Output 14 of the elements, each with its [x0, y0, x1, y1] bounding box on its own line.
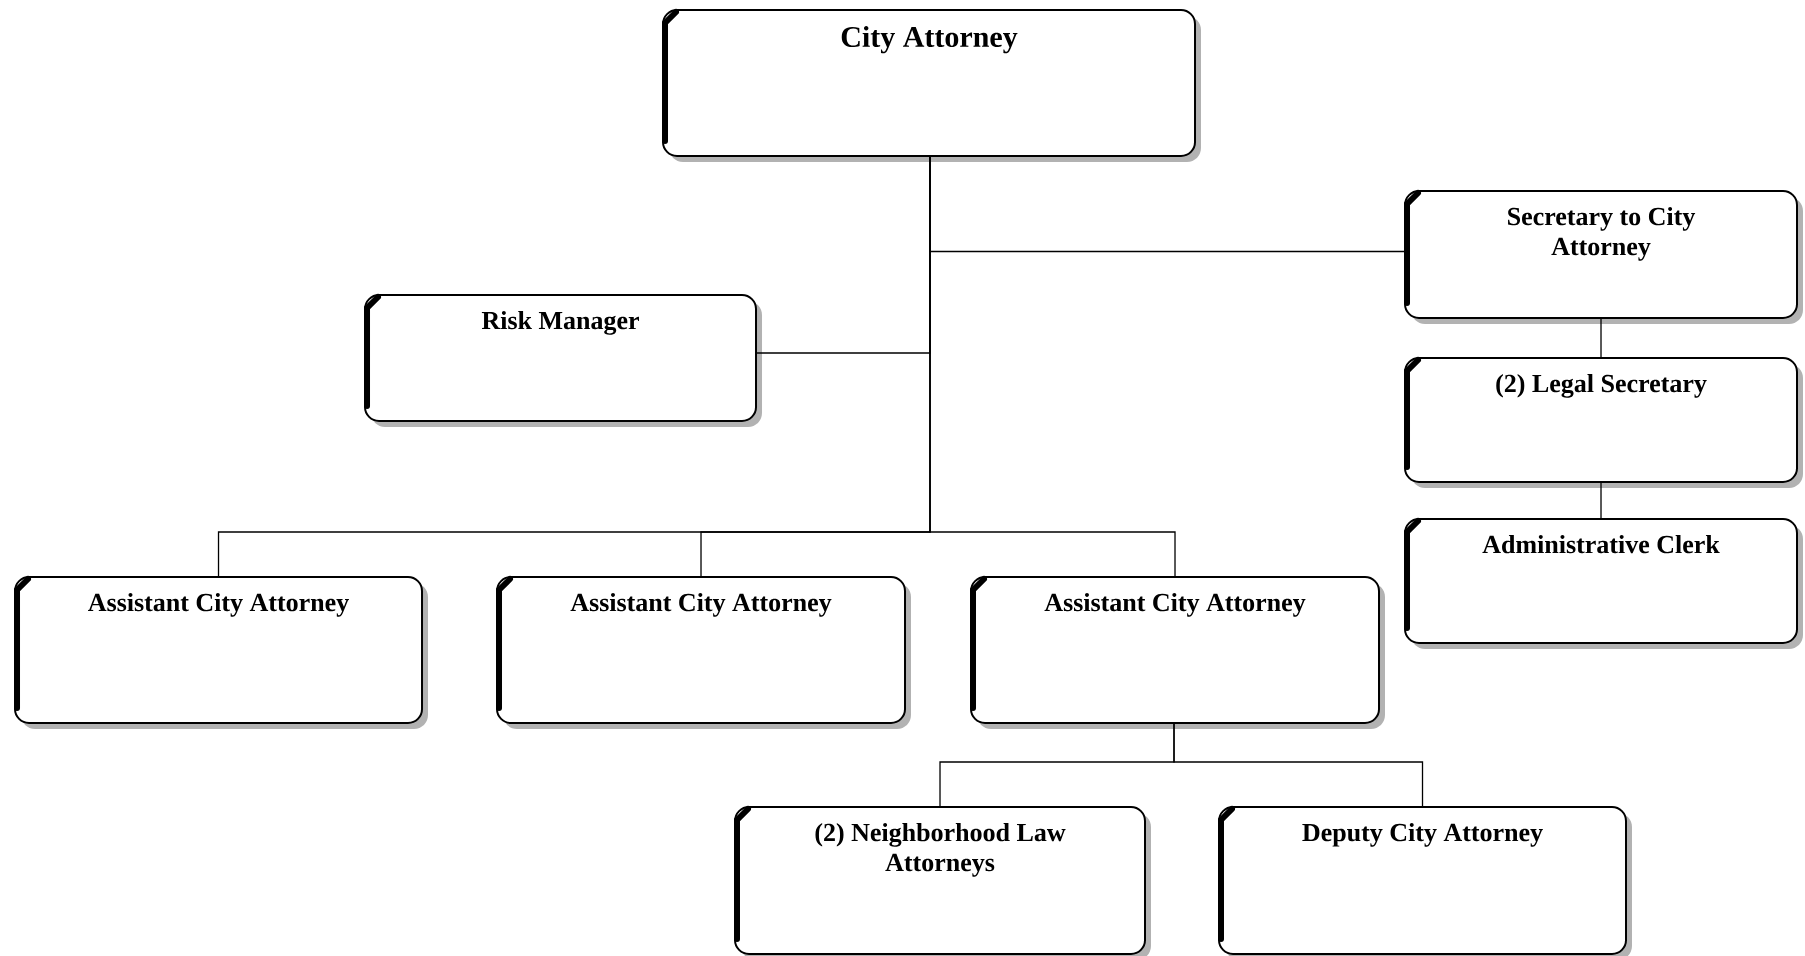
org-box: Assistant City Attorney [496, 576, 911, 729]
org-box: Administrative Clerk [1404, 518, 1803, 649]
connector-line [929, 156, 1176, 577]
org-box: Secretary to City Attorney [1404, 190, 1803, 324]
org-box: Assistant City Attorney [970, 576, 1385, 729]
org-box: Deputy City Attorney [1218, 806, 1632, 956]
org-box: Risk Manager [364, 294, 762, 427]
org-box: City Attorney [662, 9, 1201, 162]
connector-line [1600, 318, 1602, 358]
connector-line [1173, 723, 1424, 807]
org-box: Assistant City Attorney [14, 576, 428, 729]
connector-line [1600, 482, 1602, 519]
org-box: (2) Legal Secretary [1404, 357, 1803, 488]
org-box: (2) Neighborhood Law Attorneys [734, 806, 1151, 956]
